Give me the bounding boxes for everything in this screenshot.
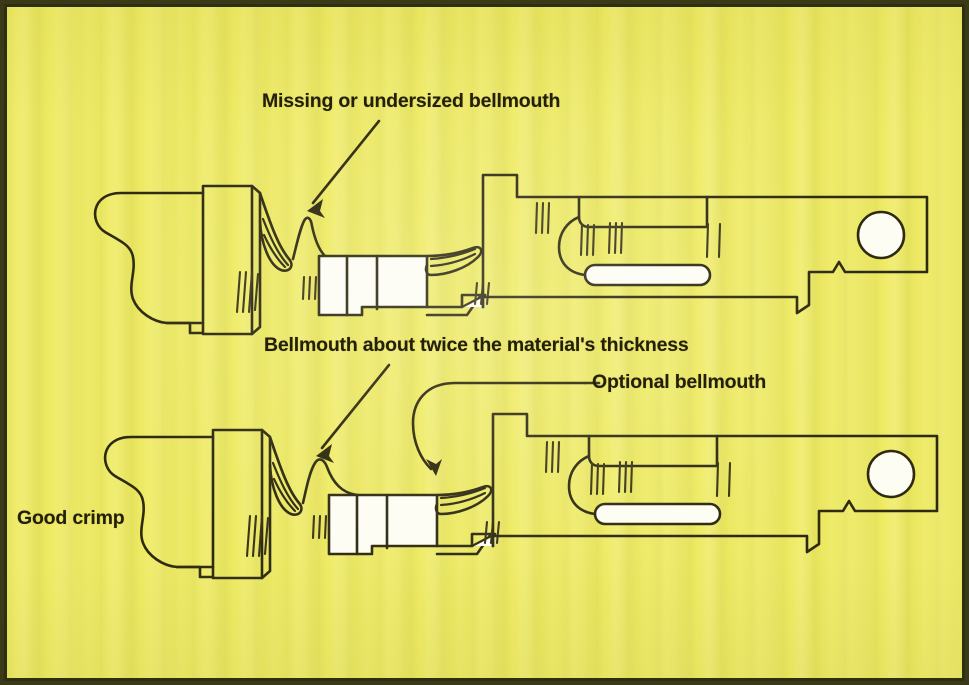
bottom-insulation-crimp-wings [268,435,303,516]
bottom-terminal-body-outline [103,435,215,579]
bottom-insulation-crimp-barrel [211,428,272,580]
top-barrel-hatching [235,270,260,314]
bottom-optional-bellmouth-arcs [434,484,493,516]
bottom-blade-tab [491,412,939,554]
top-blade-tab [481,173,929,315]
annotation-arrow-missing-bellmouth [307,119,381,218]
top-terminal [93,173,929,336]
label-missing-bellmouth: Missing or undersized bellmouth [262,90,561,112]
bottom-terminal [103,412,939,580]
top-missing-bellmouth-edge [291,216,327,261]
bottom-blade-hatching [544,440,732,498]
annotation-arrow-optional-bellmouth [411,381,587,476]
top-insulation-crimp-barrel [201,184,262,336]
terminal-diagram-artwork: .ln{fill:none;stroke:#2e2a10;stroke-widt… [93,119,939,580]
bottom-barrel-hatching [245,514,270,558]
diagram-frame: .ln{fill:none;stroke:#2e2a10;stroke-widt… [4,4,965,681]
bottom-mounting-hole [866,449,916,499]
top-terminal-body-outline [93,191,205,335]
top-insulation-crimp-wings [258,191,293,272]
label-optional-bellmouth: Optional bellmouth [592,371,767,393]
top-shank-transition [425,293,487,317]
top-crimp-hatching [301,275,318,301]
bottom-bellmouth-flare [301,458,359,505]
annotation-arrow-twice-thickness [316,363,391,463]
label-twice-thickness: Bellmouth about twice the material's thi… [264,334,689,356]
top-rear-bellmouth-arcs [424,245,483,277]
label-good-crimp: Good crimp [17,507,125,529]
top-mounting-hole [856,210,906,260]
bottom-conductor-crimp-barrel [327,493,439,556]
bottom-crimp-hatching [311,514,328,540]
top-locking-slot [583,263,712,287]
top-conductor-crimp-barrel [317,254,429,317]
bottom-locking-slot [593,502,722,526]
top-blade-hatching [534,201,722,259]
